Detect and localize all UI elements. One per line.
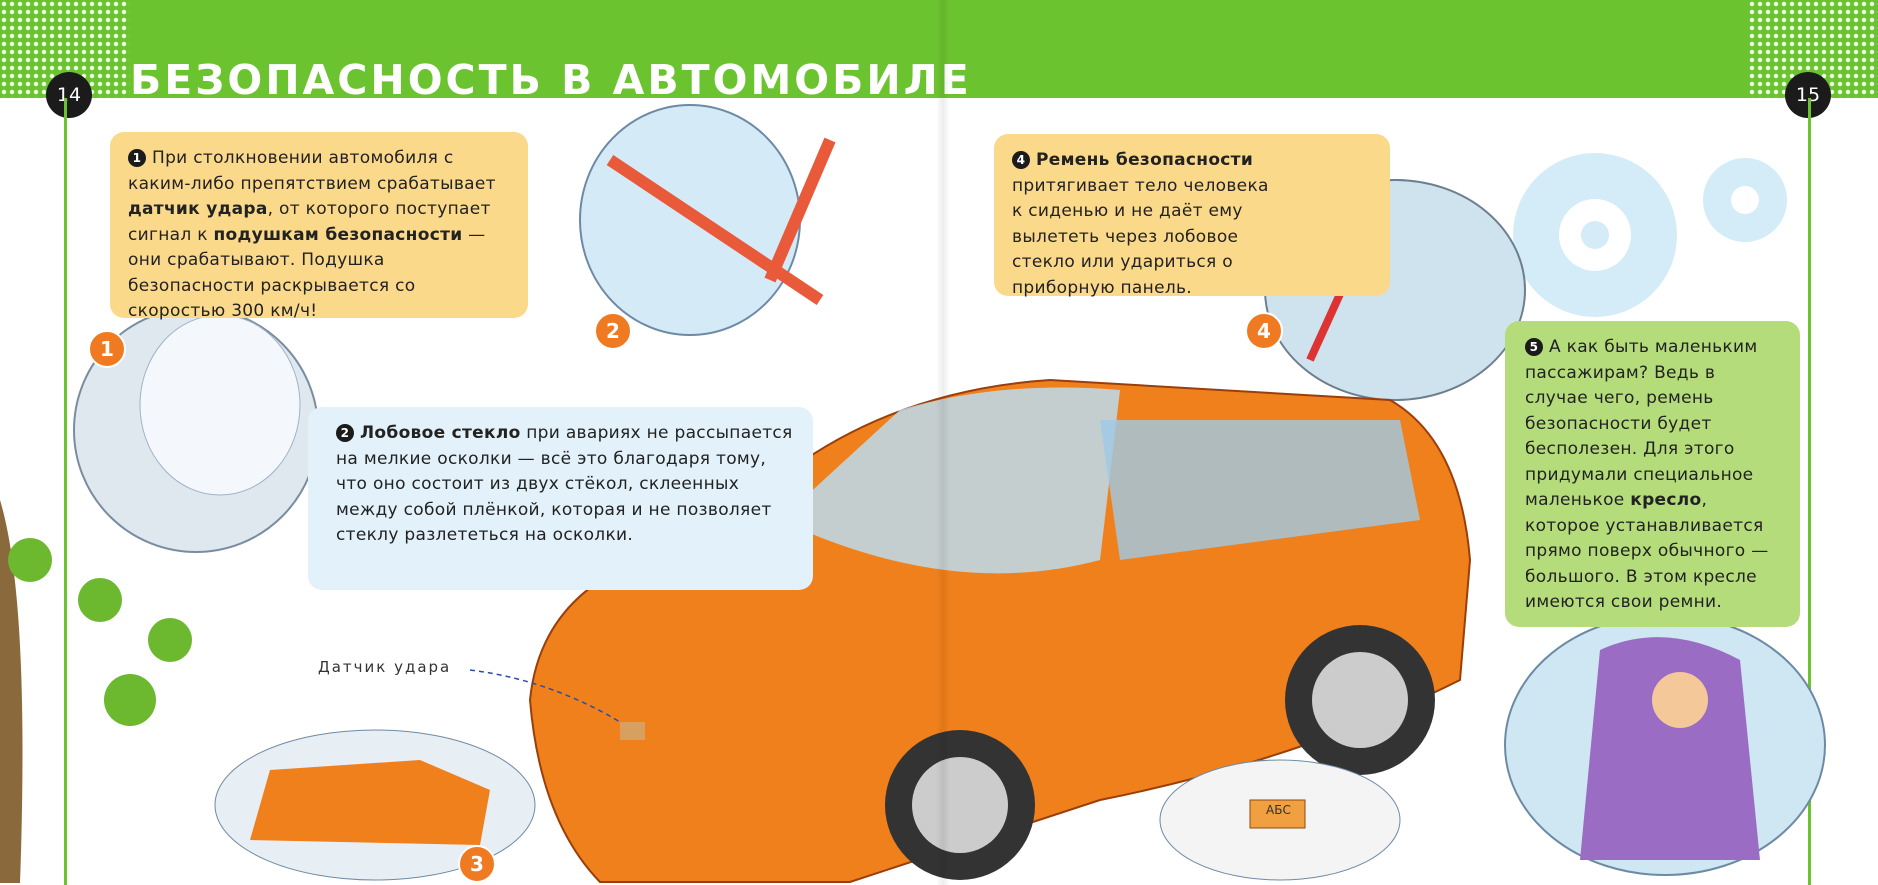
box-bold: датчик удара (128, 199, 268, 219)
info-box-seatbelt: 4 Ремень безопасности притягивает тело че… (994, 134, 1390, 298)
page-title: БЕЗОПАСНОСТЬ В АВТОМОБИЛЕ (130, 56, 972, 104)
box-text: А как быть маленьким пассажирам? Ведь в … (1525, 337, 1758, 510)
abs-label: АБС (1266, 803, 1291, 817)
sensor-label: Датчик удара (318, 658, 452, 676)
page-number-left: 14 (46, 72, 92, 118)
header-band (0, 0, 1878, 98)
box-number: 2 (336, 424, 354, 442)
marker-4: 4 (1245, 312, 1283, 350)
page-number-right: 15 (1785, 72, 1831, 118)
info-box-windshield: 2 Лобовое стекло при авариях не рассыпает… (308, 407, 813, 590)
box-text: притягивает тело человека к сиденью и не… (1012, 175, 1269, 298)
child-seat-illustration (1504, 614, 1826, 876)
page-border-left (64, 98, 67, 885)
box-bold: Лобовое стекло (360, 423, 521, 443)
box-bold: подушкам безопасности (213, 224, 463, 245)
box-number: 4 (1012, 151, 1030, 169)
marker-1: 1 (88, 330, 126, 368)
abs-illustration (1159, 759, 1401, 881)
tree-illustration (0, 500, 192, 883)
windshield-illustration (579, 104, 836, 336)
marker-3: 3 (458, 845, 496, 883)
marker-2: 2 (594, 312, 632, 350)
box-text: , которое устанавливается прямо поверх о… (1525, 490, 1769, 612)
box-text: — они срабатывают. Подушка безопасности … (128, 224, 486, 322)
page-fold (936, 0, 950, 885)
box-text: , от которого поступает сигнал к (128, 199, 491, 245)
page-border-right (1808, 98, 1811, 885)
box-bold: Ремень безопасности (1036, 150, 1254, 170)
box-text: При столкновении автомобиля с каким-либо… (128, 148, 496, 194)
box-bold: кресло (1630, 490, 1702, 510)
box-text: при авариях не рассыпается на мелкие оск… (336, 423, 793, 545)
crash-test-illustration (214, 729, 536, 881)
box-number: 1 (128, 149, 146, 167)
gear-icon (1513, 153, 1787, 317)
box-number: 5 (1525, 338, 1543, 356)
